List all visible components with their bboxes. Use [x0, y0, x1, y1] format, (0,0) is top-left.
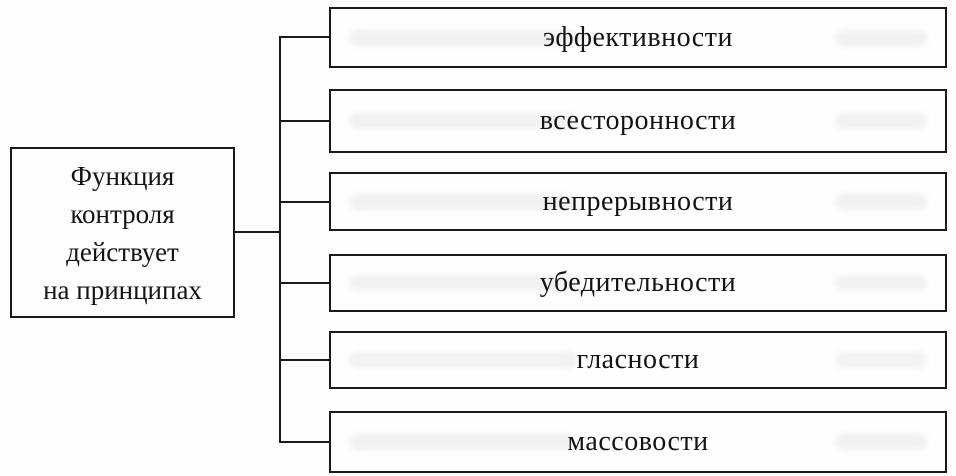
principle-node-label: непрерывности	[542, 185, 734, 217]
principle-node-mass-participation: массовости	[329, 411, 947, 473]
principle-node-label: массовости	[567, 426, 709, 457]
watermark-smudge	[834, 352, 927, 368]
watermark-smudge	[349, 434, 577, 450]
root-node: Функция контроля действует на принципах	[10, 147, 235, 318]
root-node-label: Функция контроля действует на принципах	[43, 160, 202, 305]
principle-node-label: всесторонности	[539, 105, 737, 136]
principle-node-label: эффективности	[543, 21, 733, 53]
watermark-smudge	[349, 29, 577, 46]
principle-node-label: убедительности	[539, 267, 737, 298]
principle-node-persuasiveness: убедительности	[329, 254, 947, 312]
watermark-smudge	[349, 193, 577, 210]
watermark-smudge	[834, 434, 927, 450]
watermark-smudge	[349, 113, 577, 129]
principle-node-effectiveness: эффективности	[329, 7, 947, 68]
watermark-smudge	[349, 275, 577, 291]
principle-node-label: гласности	[576, 344, 700, 375]
watermark-smudge	[834, 193, 927, 210]
principle-node-publicity: гласности	[329, 331, 947, 389]
watermark-smudge	[834, 275, 927, 291]
watermark-smudge	[834, 29, 927, 46]
principle-node-comprehensiveness: всесторонности	[329, 89, 947, 153]
watermark-smudge	[834, 113, 927, 129]
watermark-smudge	[349, 352, 577, 368]
principle-node-continuity: непрерывности	[329, 172, 947, 231]
